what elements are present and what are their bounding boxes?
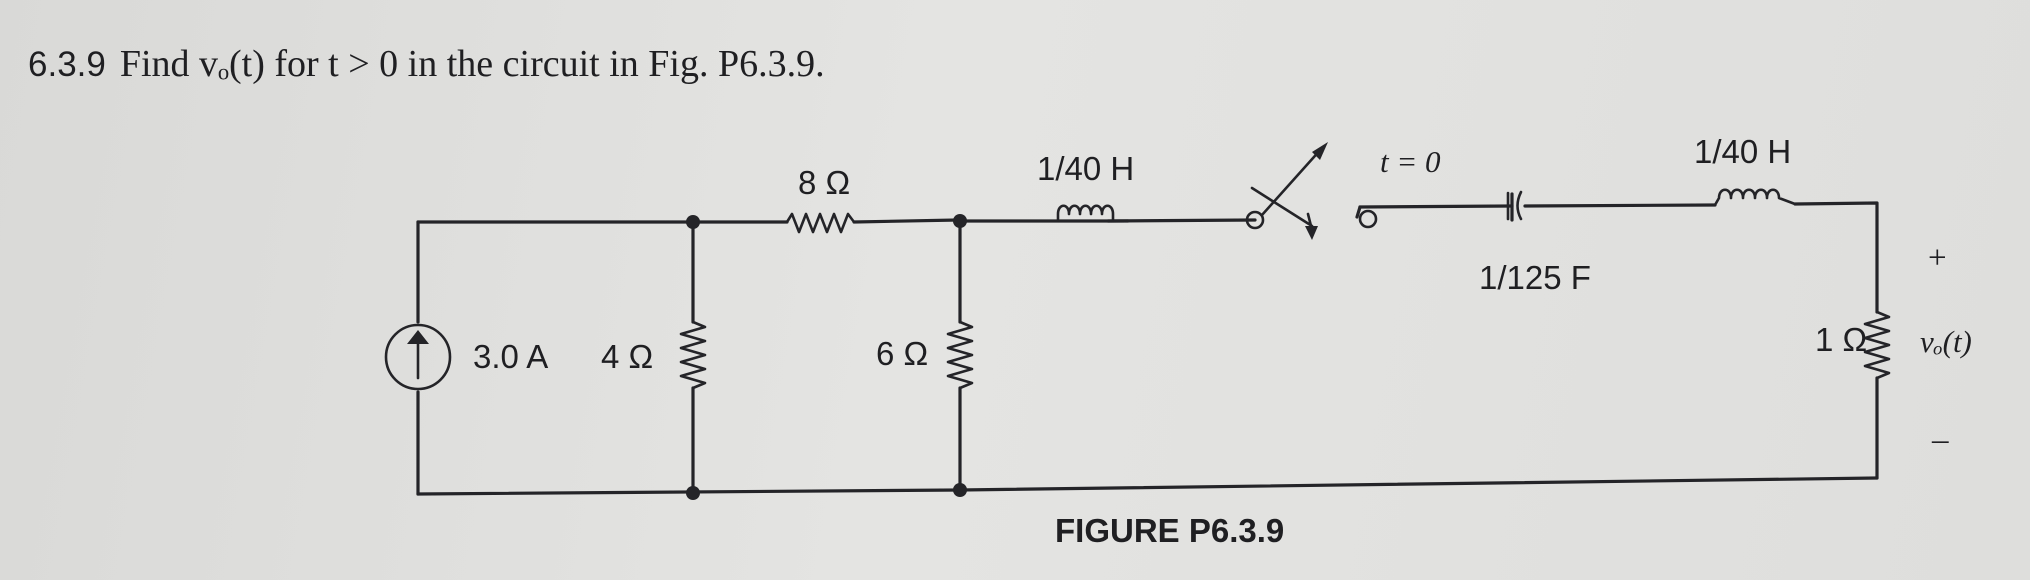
vo-label: vₒ(t) [1920,324,1972,359]
r8-label: 8 Ω [798,164,850,201]
node-dot [686,215,700,229]
problem-text: Find vₒ(t) for t > 0 in the circuit in F… [119,43,825,85]
node-dot [953,214,967,228]
l2-label: 1/40 H [1694,133,1791,170]
problem-number: 6.3.9 [28,45,106,84]
r6-label: 6 Ω [876,335,928,372]
node-dot [953,483,967,497]
capacitor [1506,190,1523,221]
node-dot [686,486,700,500]
minus-sign: – [1931,422,1949,458]
problem-statement: 6.3.9 Find vₒ(t) for t > 0 in the circuit… [28,42,825,86]
figure-caption: FIGURE P6.3.9 [1055,512,1284,549]
switch-time-label: t = 0 [1380,144,1441,179]
r4-label: 4 Ω [601,338,653,375]
resistor-4-ohm [679,320,707,390]
current-source [384,323,452,391]
switch [1245,142,1378,240]
r1-label: 1 Ω [1815,321,1867,358]
cap-label: 1/125 F [1479,259,1591,296]
inductor-2 [1713,188,1797,207]
resistor-8-ohm [785,212,856,234]
inductor-1 [1056,204,1115,223]
resistor-1-ohm [1863,310,1891,380]
source-label: 3.0 A [473,338,548,375]
l1-label: 1/40 H [1037,150,1134,187]
resistor-6-ohm [946,320,974,390]
plus-sign: + [1928,240,1947,276]
